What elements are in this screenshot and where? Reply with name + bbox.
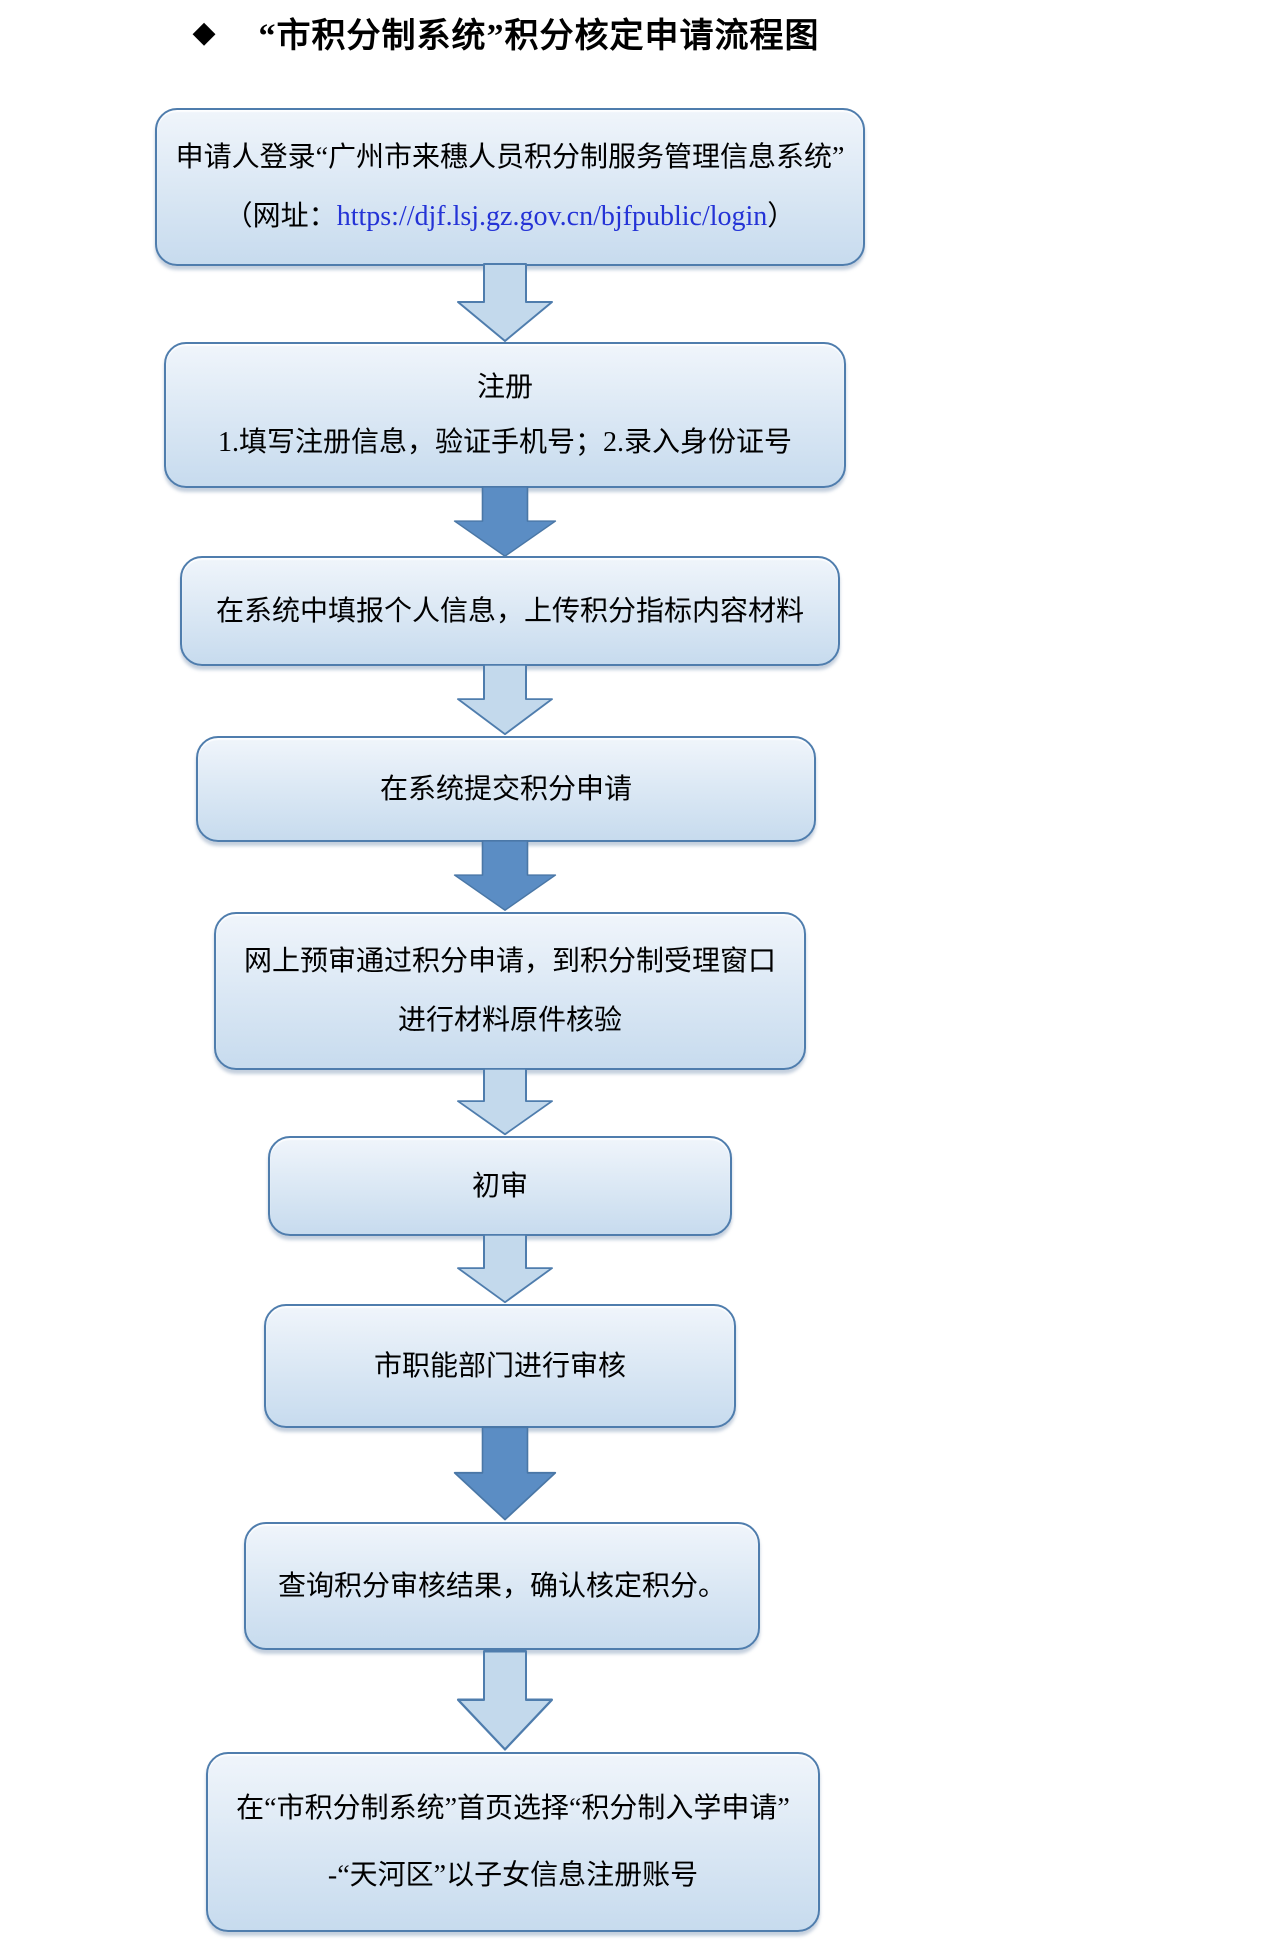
flow-step-register-box: 注册 1.填写注册信息，验证手机号；2.录入身份证号	[164, 342, 846, 488]
step-text: 进行材料原件核验	[397, 1005, 622, 1036]
flow-arrow-6	[449, 1234, 561, 1304]
down-arrow-icon	[457, 1068, 553, 1136]
step-text: 初审	[471, 1170, 528, 1202]
flow-step-first-review-box: 初审	[268, 1136, 732, 1236]
down-arrow-icon	[457, 1650, 553, 1751]
login-url-link[interactable]: https://djf.lsj.gz.gov.cn/bjfpublic/logi…	[336, 201, 768, 232]
step-text: 在“市积分制系统”首页选择“积分制入学申请”	[236, 1793, 790, 1825]
flow-step-enrollment-box: 在“市积分制系统”首页选择“积分制入学申请” -“天河区”以子女信息注册账号	[206, 1752, 820, 1932]
step-url-line: （网址：https://djf.lsj.gz.gov.cn/bjfpublic/…	[225, 199, 796, 234]
flow-step-submit-box: 在系统提交积分申请	[196, 736, 816, 842]
step-text: 查询积分审核结果，确认核定积分。	[277, 1570, 726, 1602]
flow-step-preaudit-box: 网上预审通过积分申请，到积分制受理窗口 进行材料原件核验	[214, 912, 806, 1070]
step-text: 市职能部门进行审核	[373, 1350, 626, 1382]
step-text: 在系统提交积分申请	[379, 773, 632, 805]
step-text: -“天河区”以子女信息注册账号	[327, 1859, 699, 1891]
down-arrow-icon	[457, 664, 553, 736]
down-arrow-icon	[457, 1234, 553, 1304]
flow-arrow-2	[445, 486, 565, 558]
flow-step-login-box: 申请人登录“广州市来穗人员积分制服务管理信息系统” （网址：https://dj…	[155, 108, 865, 266]
down-arrow-icon	[457, 263, 553, 342]
down-arrow-icon	[453, 1426, 557, 1521]
down-arrow-icon	[453, 840, 557, 911]
flow-arrow-3	[449, 664, 561, 736]
flow-arrow-4	[445, 840, 565, 912]
flow-arrow-1	[449, 263, 561, 343]
flow-arrow-8	[449, 1650, 561, 1752]
url-prefix: （网址：	[224, 201, 337, 232]
down-arrow-icon	[453, 486, 557, 557]
step-text: 网上预审通过积分申请，到积分制受理窗口	[243, 946, 776, 977]
flow-arrow-7	[445, 1426, 565, 1522]
step-text: 1.填写注册信息，验证手机号；2.录入身份证号	[217, 427, 792, 458]
page-title: ◆ “市积分制系统”积分核定申请流程图	[0, 8, 1012, 57]
flow-arrow-5	[449, 1068, 561, 1136]
url-suffix: ）	[767, 201, 796, 232]
step-text: 注册	[476, 372, 533, 403]
flow-step-fill-info-box: 在系统中填报个人信息，上传积分指标内容材料	[180, 556, 840, 666]
step-text: 在系统中填报个人信息，上传积分指标内容材料	[215, 595, 804, 627]
page-title-text: “市积分制系统”积分核定申请流程图	[258, 18, 820, 55]
diamond-bullet-icon: ◆	[192, 15, 217, 49]
flow-step-department-review-box: 市职能部门进行审核	[264, 1304, 736, 1428]
flow-step-query-result-box: 查询积分审核结果，确认核定积分。	[244, 1522, 760, 1650]
step-text: 申请人登录“广州市来穗人员积分制服务管理信息系统”	[175, 142, 845, 173]
